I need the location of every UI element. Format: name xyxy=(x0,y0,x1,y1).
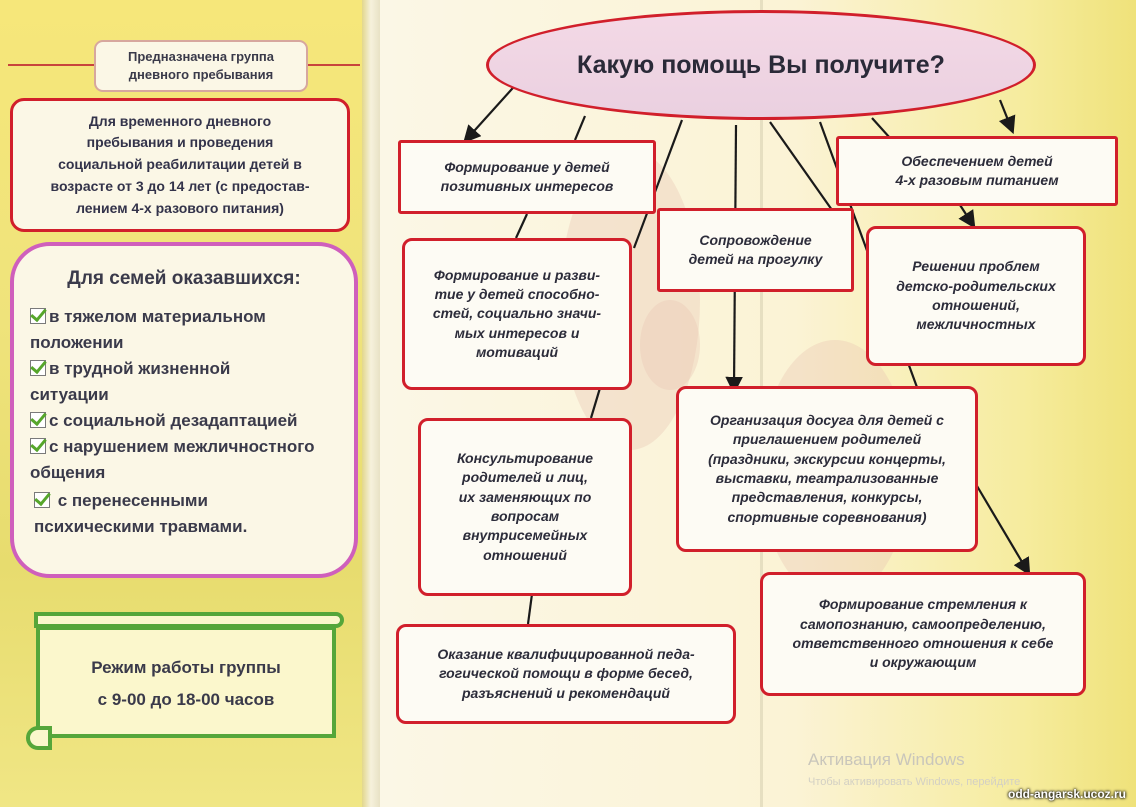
node-parent-consulting: Консультирование родителей и лиц, их зам… xyxy=(418,418,632,596)
node-walk-escort: Сопровождение детей на прогулку xyxy=(657,208,854,292)
purpose-box: Для временного дневного пребывания и про… xyxy=(10,98,350,232)
checkbox-icon xyxy=(30,412,46,428)
families-item-text: в тяжелом материальном положении xyxy=(30,307,266,352)
node-meals: Обеспечением детей 4-х разовым питанием xyxy=(836,136,1118,206)
node-leisure-organization: Организация досуга для детей с приглашен… xyxy=(676,386,978,552)
checkbox-icon xyxy=(30,360,46,376)
schedule-text: Режим работы группы с 9-00 до 18-00 часо… xyxy=(91,657,281,709)
families-item-text: с перенесенными психическими травмами. xyxy=(34,491,248,536)
families-item: в тяжелом материальном положении xyxy=(30,304,266,356)
node-relationship-problems: Решении проблем детско-родительских отно… xyxy=(866,226,1086,366)
group-header: Предназначена группа дневного пребывания xyxy=(94,40,308,92)
schedule-scroll: Режим работы группы с 9-00 до 18-00 часо… xyxy=(26,608,344,750)
families-item: в трудной жизненной ситуации xyxy=(30,356,230,408)
checkbox-icon xyxy=(34,492,50,508)
families-title: Для семей оказавшихся: xyxy=(67,268,301,289)
windows-activation-watermark: Активация Windows xyxy=(808,750,965,769)
families-item-text: с нарушением межличностного общения xyxy=(30,437,315,482)
source-url: odd-angarsk.ucoz.ru xyxy=(1007,787,1126,801)
checkbox-icon xyxy=(30,308,46,324)
families-item-text: в трудной жизненной ситуации xyxy=(30,359,231,404)
node-abilities-development: Формирование и разви- тие у детей способ… xyxy=(402,238,632,390)
families-box: Для семей оказавшихся: в тяжелом материа… xyxy=(10,242,358,578)
decor-shape xyxy=(640,300,700,390)
families-item: с перенесенными психическими травмами. xyxy=(34,488,247,540)
families-item-text: с социальной дезадаптацией xyxy=(49,411,298,430)
scroll-bottom-roll xyxy=(26,726,52,750)
families-item: с социальной дезадаптацией xyxy=(30,408,297,434)
diagram-title: Какую помощь Вы получите? xyxy=(486,10,1036,120)
families-item: с нарушением межличностного общения xyxy=(30,434,314,486)
checkbox-icon xyxy=(30,438,46,454)
scroll-body xyxy=(36,626,336,738)
page-fold xyxy=(362,0,380,807)
node-self-knowledge: Формирование стремления к самопознанию, … xyxy=(760,572,1086,696)
node-positive-interests: Формирование у детей позитивных интересо… xyxy=(398,140,656,214)
node-pedagogical-help: Оказание квалифицированной педа- гогичес… xyxy=(396,624,736,724)
windows-activation-hint: Чтобы активировать Windows, перейдите xyxy=(808,776,1021,788)
